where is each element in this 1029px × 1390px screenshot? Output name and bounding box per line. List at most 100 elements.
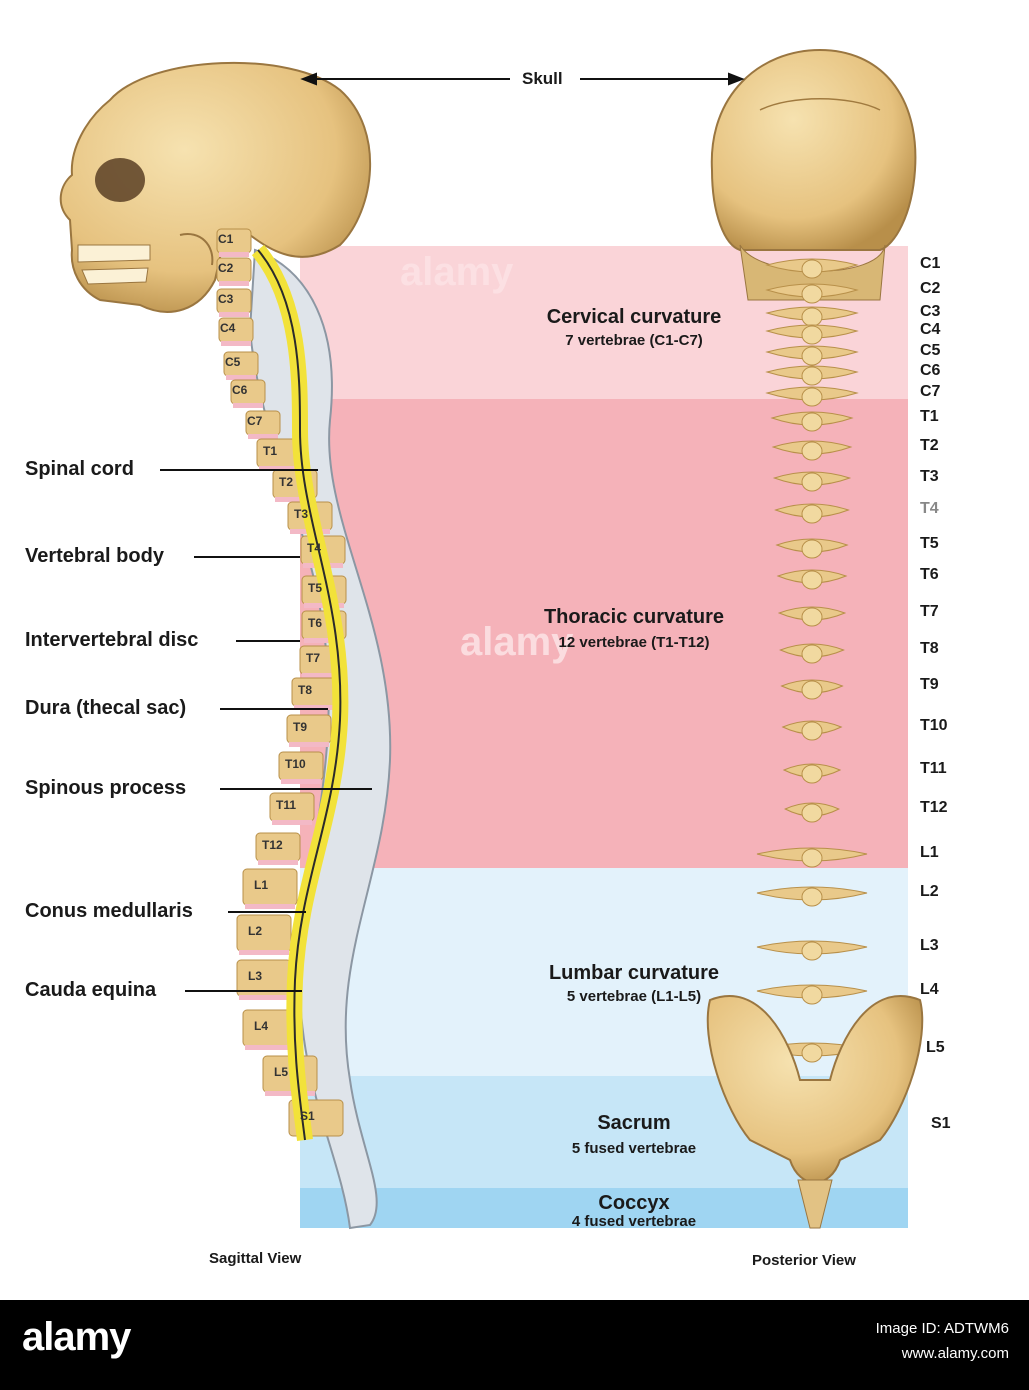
posterior-spinous-process: [801, 366, 823, 386]
posterior-spinous-process: [801, 985, 823, 1005]
brand-logo: alamy: [22, 1315, 131, 1359]
sagittal-vertebra-label: C4: [220, 321, 236, 335]
posterior-vertebra-label: T11: [920, 760, 947, 777]
spinal-cord-label: Spinal cord: [25, 458, 134, 480]
posterior-vertebra-label: C4: [920, 321, 941, 338]
posterior-spinous-process: [801, 680, 823, 700]
posterior-spinous-process: [801, 848, 823, 868]
posterior-view-label: Posterior View: [752, 1252, 856, 1269]
intervertebral-disc: [294, 705, 334, 710]
posterior-spinous-process: [801, 570, 823, 590]
posterior-spinous-process: [801, 764, 823, 784]
posterior-spinous-process: [801, 346, 823, 366]
coccyx-subtitle: 4 fused vertebrae: [571, 1213, 697, 1230]
sagittal-vertebra-label: L4: [254, 1019, 269, 1033]
posterior-vertebra-label: T2: [920, 437, 939, 454]
intervertebral-disc-label: Intervertebral disc: [25, 629, 199, 651]
image-id: Image ID: ADTWM6: [875, 1320, 1009, 1337]
sagittal-vertebra-label: L3: [248, 969, 263, 983]
intervertebral-disc: [239, 950, 289, 955]
posterior-spinous-process: [801, 803, 823, 823]
sagittal-vertebra-label: T6: [308, 616, 323, 630]
sagittal-vertebra-label: C5: [225, 355, 241, 369]
posterior-spinous-process: [801, 887, 823, 907]
posterior-spinous-process: [801, 259, 823, 279]
sagittal-vertebra-label: S1: [300, 1109, 315, 1123]
sagittal-vertebra-label: T11: [276, 798, 297, 812]
posterior-vertebra-label: T4: [920, 500, 939, 517]
posterior-spinous-process: [801, 412, 823, 432]
coccyx-title: Coccyx: [598, 1192, 670, 1214]
posterior-vertebra-label: C5: [920, 342, 941, 359]
posterior-vertebra-label: T7: [920, 603, 939, 620]
posterior-spinous-process: [801, 607, 823, 627]
conus-medullaris-label: Conus medullaris: [25, 900, 193, 922]
intervertebral-disc: [281, 779, 321, 784]
intervertebral-disc: [219, 312, 249, 317]
vertebral-body-label: Vertebral body: [25, 545, 164, 567]
intervertebral-disc: [245, 1045, 295, 1050]
intervertebral-disc: [245, 904, 295, 909]
posterior-vertebra-label: T5: [920, 535, 939, 552]
sagittal-vertebral-body: [242, 868, 298, 906]
skull-label: Skull: [522, 69, 563, 88]
posterior-vertebra-label: C6: [920, 362, 941, 379]
cervical-subtitle: 7 vertebrae (C1-C7): [565, 332, 703, 349]
posterior-vertebra-label: C1: [920, 255, 941, 272]
sagittal-vertebra-label: T10: [285, 757, 306, 771]
lumbar-title: Lumbar curvature: [548, 962, 720, 984]
intervertebral-disc: [259, 466, 299, 471]
cervical-title: Cervical curvature: [546, 306, 722, 328]
sagittal-vertebra-label: C1: [218, 232, 234, 246]
posterior-spinous-process: [801, 1043, 823, 1063]
posterior-spinous-process: [801, 441, 823, 461]
sagittal-vertebra-label: T12: [262, 838, 283, 852]
posterior-vertebra-label: L2: [920, 883, 939, 900]
posterior-spinous-process: [801, 539, 823, 559]
posterior-vertebra-label: L3: [920, 937, 939, 954]
sagittal-vertebra-label: L5: [274, 1065, 289, 1079]
sagittal-vertebral-body: [236, 914, 292, 952]
posterior-vertebral-column: [756, 258, 868, 1063]
intervertebral-disc: [304, 638, 344, 643]
posterior-spinous-process: [801, 941, 823, 961]
intervertebral-disc: [248, 434, 278, 439]
posterior-vertebra-label: L4: [920, 981, 939, 998]
sacrum-title: Sacrum: [597, 1112, 671, 1134]
posterior-vertebra-label: S1: [931, 1115, 951, 1132]
sagittal-vertebra-label: T8: [298, 683, 313, 697]
footer-bar: [0, 1300, 1029, 1390]
site-url: www.alamy.com: [901, 1345, 1009, 1362]
sagittal-vertebra-label: C2: [218, 261, 234, 275]
sagittal-vertebra-label: T2: [279, 475, 294, 489]
sagittal-vertebra-label: C6: [232, 383, 248, 397]
thoracic-title: Thoracic curvature: [543, 606, 725, 628]
sagittal-skull: [59, 61, 371, 313]
sagittal-vertebra-label: T1: [263, 444, 278, 458]
intervertebral-disc: [302, 673, 342, 678]
sagittal-vertebra-label: T3: [294, 507, 309, 521]
cauda-equina-label: Cauda equina: [25, 979, 157, 1001]
dura-label: Dura (thecal sac): [25, 697, 187, 719]
posterior-vertebra-label: T1: [920, 408, 939, 425]
sagittal-vertebra-label: T9: [293, 720, 308, 734]
sagittal-vertebra-label: C7: [247, 414, 263, 428]
posterior-vertebra-label: T6: [920, 566, 939, 583]
posterior-spinous-process: [801, 504, 823, 524]
intervertebral-disc: [221, 341, 251, 346]
posterior-spinous-process: [801, 284, 823, 304]
posterior-spinous-process: [801, 325, 823, 345]
thoracic-subtitle: 12 vertebrae (T1-T12): [558, 634, 710, 651]
intervertebral-disc: [258, 860, 298, 865]
posterior-vertebra-label: T3: [920, 468, 939, 485]
intervertebral-disc: [239, 995, 289, 1000]
posterior-spinous-process: [801, 387, 823, 407]
posterior-spinous-process: [801, 472, 823, 492]
posterior-vertebra-label: T8: [920, 640, 939, 657]
lumbar-subtitle: 5 vertebrae (L1-L5): [566, 988, 702, 1005]
posterior-vertebra-label: L5: [926, 1039, 945, 1056]
sagittal-vertebra-label: T5: [308, 581, 323, 595]
sagittal-vertebral-bodies: [216, 228, 347, 1137]
posterior-vertebra-label: T10: [920, 717, 948, 734]
watermark-1: alamy: [460, 620, 574, 664]
